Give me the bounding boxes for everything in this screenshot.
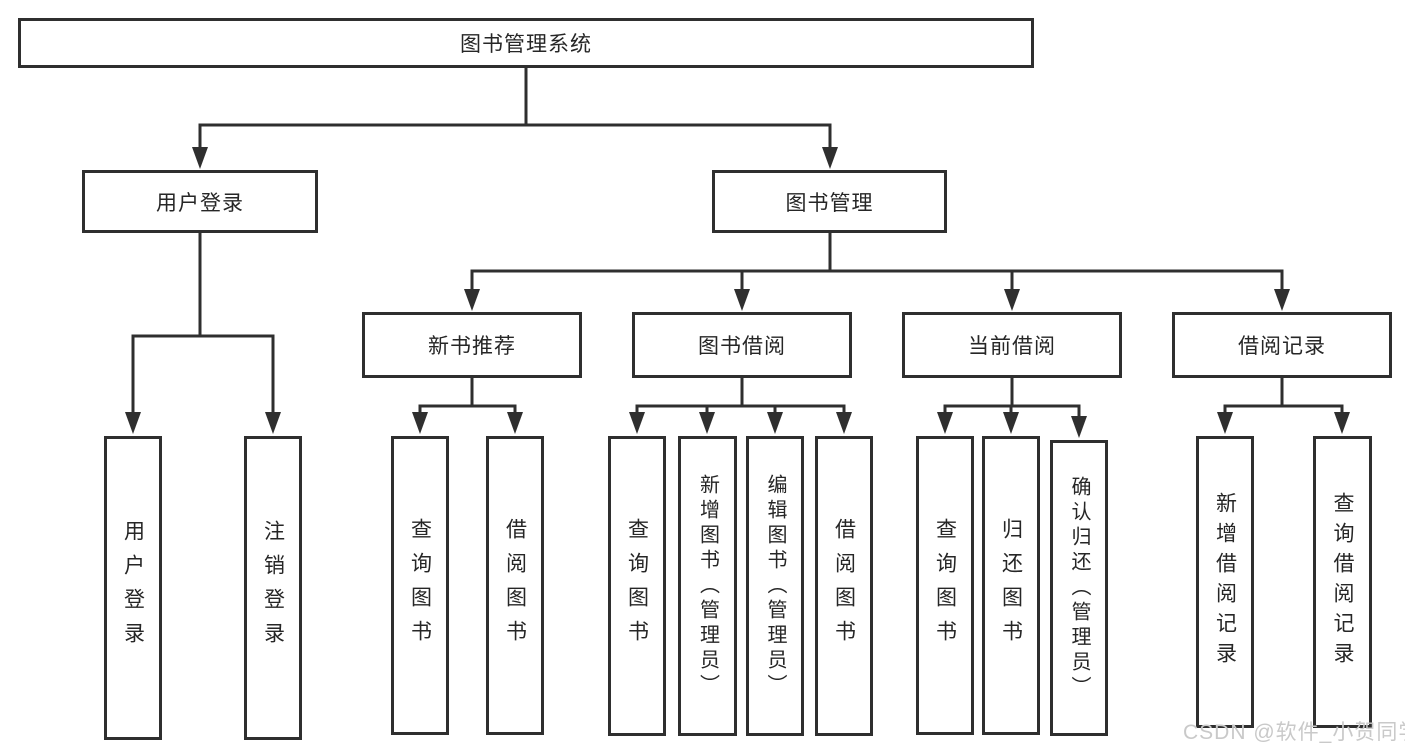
node-current-borrow: 当前借阅: [902, 312, 1122, 378]
node-book-management: 图书管理: [712, 170, 947, 233]
node-root: 图书管理系统: [18, 18, 1034, 68]
node-borrow-records: 借阅记录: [1172, 312, 1392, 378]
leaf-logout: 注销登录: [244, 436, 302, 740]
node-root-label: 图书管理系统: [460, 33, 592, 56]
leaf-confirm-return-admin: 确认归还（管理员）: [1050, 440, 1108, 736]
node-user-login: 用户登录: [82, 170, 318, 233]
leaf-query-borrow-record: 查询借阅记录: [1313, 436, 1372, 728]
leaf-borrow-books: 借阅图书: [815, 436, 873, 736]
leaf-current-query-books: 查询图书: [916, 436, 974, 735]
leaf-return-books: 归还图书: [982, 436, 1040, 735]
leaf-recommend-query-books: 查询图书: [391, 436, 449, 735]
leaf-add-books-admin: 新增图书（管理员）: [678, 436, 737, 736]
node-book-borrow: 图书借阅: [632, 312, 852, 378]
leaf-borrow-query-books: 查询图书: [608, 436, 666, 736]
node-current-borrow-label: 当前借阅: [968, 335, 1056, 358]
node-book-borrow-label: 图书借阅: [698, 335, 786, 358]
leaf-recommend-borrow-books: 借阅图书: [486, 436, 544, 735]
node-new-book-recommend-label: 新书推荐: [428, 335, 516, 358]
csdn-watermark: CSDN @软件_小贺同学: [1183, 721, 1405, 744]
node-book-management-label: 图书管理: [785, 191, 874, 215]
leaf-add-borrow-record: 新增借阅记录: [1196, 436, 1254, 728]
node-user-login-label: 用户登录: [156, 191, 244, 215]
node-borrow-records-label: 借阅记录: [1238, 335, 1326, 358]
leaf-edit-books-admin: 编辑图书（管理员）: [746, 436, 804, 736]
leaf-user-login: 用户登录: [104, 436, 162, 740]
node-new-book-recommend: 新书推荐: [362, 312, 582, 378]
arrowheads: [125, 147, 1350, 438]
